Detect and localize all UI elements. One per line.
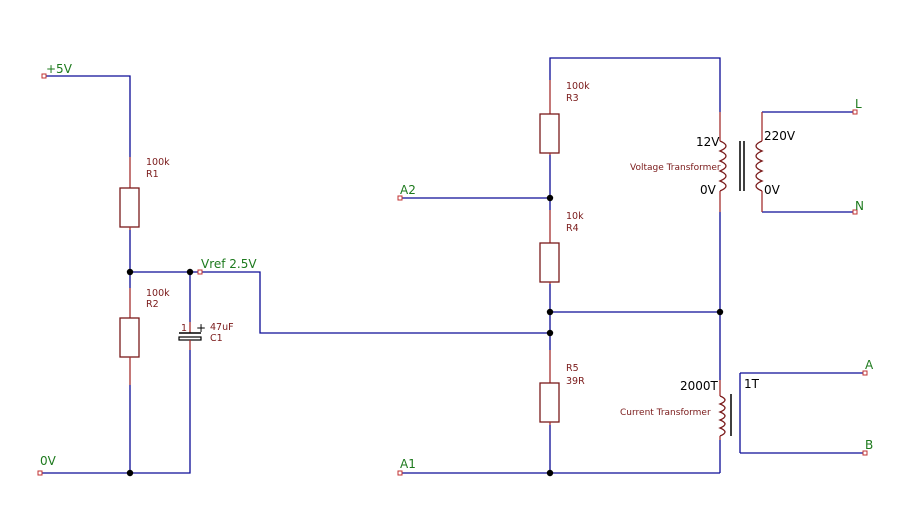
r1-ref: R1 (146, 169, 159, 180)
vt-sec-top-label: 12V (696, 135, 720, 149)
net-label-a1: A1 (400, 457, 416, 471)
net-label-neutral: N (855, 199, 864, 213)
ct-pri-turns: 1T (744, 377, 760, 391)
r3-ref: R3 (566, 93, 579, 104)
vt-sec-bot-label: 0V (700, 183, 717, 197)
right-net-labels: A2 A1 L N A B (397, 97, 874, 476)
junction-dot (546, 469, 554, 477)
junction-dots (126, 194, 724, 477)
current-transformer: 2000T 1T Current Transformer (620, 373, 760, 453)
junction-dot (126, 268, 134, 276)
left-net-labels: +5V 0V Vref 2.5V (37, 62, 257, 476)
r4-ref: R4 (566, 223, 579, 234)
c1-value: 47uF (210, 322, 234, 333)
resistor-r2: 100k R2 (119, 288, 170, 385)
net-label-ct-a: A (865, 358, 874, 372)
r2-value: 100k (146, 288, 170, 299)
ct-name: Current Transformer (620, 408, 711, 418)
r5-value: 39R (566, 376, 585, 387)
c1-plus: + (196, 321, 206, 335)
net-label-ct-b: B (865, 438, 873, 452)
resistor-r3: 100k R3 (539, 80, 590, 155)
capacitor-c1: 1 + 47uF C1 (178, 321, 234, 350)
resistor-r4: 10k R4 (539, 210, 584, 284)
ct-sec-turns: 2000T (680, 379, 719, 393)
r3-value: 100k (566, 81, 590, 92)
resistor-r1: 100k R1 (119, 157, 170, 230)
voltage-transformer: 12V 0V 220V 0V Voltage Transformer (630, 112, 796, 212)
c1-pin1: 1 (181, 323, 187, 334)
c1-ref: C1 (210, 333, 223, 344)
r1-value: 100k (146, 157, 170, 168)
junction-dot (716, 308, 724, 316)
r5-ref: R5 (566, 363, 579, 374)
sense-network-wires (400, 57, 865, 474)
junction-dot (186, 268, 194, 276)
junction-dot (546, 308, 554, 316)
r4-value: 10k (566, 211, 584, 222)
vt-pri-top-label: 220V (764, 129, 796, 143)
resistor-r5: R5 39R (539, 350, 585, 425)
net-label-line: L (855, 97, 862, 111)
net-label-a2: A2 (400, 183, 416, 197)
junction-dot (126, 469, 134, 477)
junction-dot (546, 194, 554, 202)
net-label-ground: 0V (40, 454, 57, 468)
junction-dot (546, 329, 554, 337)
vref-divider-wires (40, 75, 550, 474)
vt-pri-bot-label: 0V (764, 183, 781, 197)
r2-ref: R2 (146, 299, 159, 310)
net-label-vref: Vref 2.5V (201, 257, 257, 271)
vt-name: Voltage Transformer (630, 163, 721, 173)
net-label-supply: +5V (46, 62, 73, 76)
